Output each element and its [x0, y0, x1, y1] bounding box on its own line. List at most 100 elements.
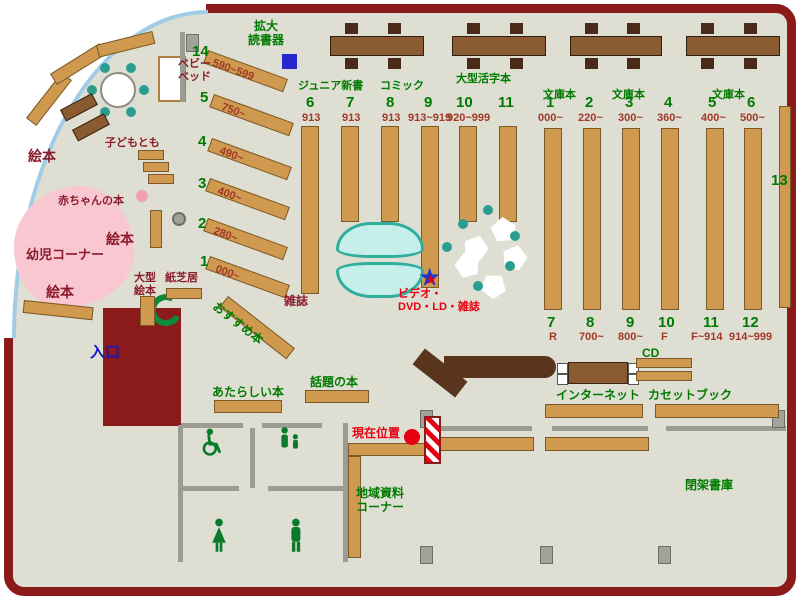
wheelchair-icon	[198, 428, 226, 456]
bookshelf	[148, 174, 174, 184]
b3-range-label: 300~	[618, 112, 643, 124]
magnifying-reader-station	[282, 54, 297, 69]
wall	[178, 425, 183, 562]
av-corner-label: ビデオ・ DVD・LD・雑誌	[398, 288, 480, 313]
reading-table	[570, 36, 662, 56]
seat-dot	[100, 63, 110, 73]
bookshelf	[381, 126, 399, 222]
round-pillar	[172, 212, 186, 226]
cd-label: CD	[642, 346, 660, 360]
service-counter	[444, 356, 556, 378]
seat-dot	[505, 261, 515, 271]
current-location-label: 現在位置	[352, 426, 401, 440]
internet-chair	[557, 374, 568, 385]
d3-label: 3	[198, 175, 207, 192]
seat-dot	[139, 85, 149, 95]
bookshelf	[150, 210, 162, 248]
c11-range-label: F~914	[691, 331, 723, 343]
seat-dot	[442, 242, 452, 252]
a10-range-label: 920~999	[447, 112, 491, 124]
bookshelf	[545, 437, 649, 451]
pillar	[420, 546, 433, 564]
chair	[510, 58, 523, 69]
chair	[345, 23, 358, 34]
star-inner-icon: ★	[425, 272, 437, 287]
internet-label: インターネット	[556, 388, 641, 402]
bookshelf	[779, 106, 791, 308]
c10-label: 10	[658, 314, 675, 331]
chair	[467, 23, 480, 34]
b1-range-label: 000~	[538, 112, 563, 124]
entrance-label: 入口	[90, 344, 121, 361]
pillar	[658, 546, 671, 564]
star-icon: ★	[418, 262, 442, 292]
baby-bed-label: ベビー ベッド	[178, 58, 211, 83]
a7-label: 7	[346, 94, 355, 111]
ehon-2-label: 絵本	[106, 231, 134, 247]
yoji-corner-label: 幼児コーナー	[26, 247, 105, 262]
bookshelf	[143, 162, 169, 172]
b4-label: 4	[664, 94, 673, 111]
browsing-table	[336, 222, 424, 258]
bookshelf	[305, 390, 369, 403]
a7-range-label: 913	[342, 112, 361, 124]
d5-label: 5	[200, 89, 209, 106]
b5-label: 5	[708, 94, 717, 111]
d2-label: 2	[198, 215, 207, 232]
a11-label: 11	[498, 94, 514, 111]
chair	[345, 58, 358, 69]
seat-dot	[458, 219, 468, 229]
b1-label: 1	[546, 94, 555, 111]
bookshelf	[636, 371, 692, 381]
pink-stool	[136, 190, 148, 202]
wall	[552, 426, 648, 431]
current-location-dot	[404, 429, 420, 445]
bookshelf	[544, 128, 562, 310]
d14-label: 14	[192, 43, 209, 60]
bookshelf	[661, 128, 679, 310]
c10-range-label: F	[661, 331, 668, 343]
seat-dot	[126, 63, 136, 73]
mens-toilet-icon	[284, 518, 310, 554]
chair	[627, 23, 640, 34]
cassette-book-label: カセットブック	[648, 388, 733, 402]
kamishibai-label: 紙芝居	[165, 272, 198, 284]
ehon-1-label: 絵本	[28, 148, 56, 164]
c7-label: 7	[547, 314, 556, 331]
reading-table	[452, 36, 546, 56]
womens-toilet-icon	[206, 518, 232, 554]
seat-dot	[483, 205, 493, 215]
bookshelf	[301, 126, 319, 294]
bookshelf	[545, 404, 643, 418]
kodomotomo-label: 子どもとも	[105, 137, 160, 149]
bunko-3-label: 文庫本	[712, 89, 745, 101]
internet-chair	[628, 363, 639, 374]
zasshi-label: 雑誌	[284, 294, 309, 308]
c11-label: 11	[703, 314, 719, 331]
bookshelf	[583, 128, 601, 310]
akachan-hon-label: 赤ちゃんの本	[58, 195, 124, 207]
seat-dot	[510, 231, 520, 241]
wall	[666, 426, 786, 431]
c8-label: 8	[586, 314, 595, 331]
chair	[388, 58, 401, 69]
entrance-wall-block	[103, 308, 181, 426]
wadai-hon-label: 話題の本	[310, 375, 359, 389]
wall	[268, 486, 343, 491]
a6-label: 6	[306, 94, 315, 111]
bookshelf	[341, 126, 359, 222]
chair	[585, 58, 598, 69]
b6-range-label: 500~	[740, 112, 765, 124]
chair	[701, 58, 714, 69]
d1-label: 1	[200, 253, 209, 270]
b2-label: 2	[585, 94, 594, 111]
b3-label: 3	[625, 94, 634, 111]
ogata-ehon-label: 大型 絵本	[134, 272, 156, 297]
shelf-13-label: 13	[771, 172, 788, 189]
a8-range-label: 913	[382, 112, 401, 124]
ehon-3-label: 絵本	[46, 284, 74, 300]
wall	[343, 423, 348, 562]
bookshelf	[166, 288, 202, 299]
chair	[510, 23, 523, 34]
